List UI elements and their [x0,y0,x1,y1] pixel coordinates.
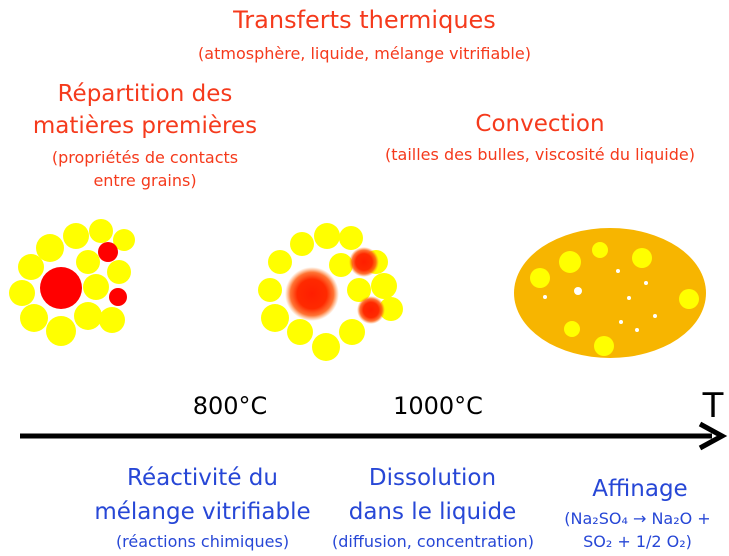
large-bubble [559,251,581,273]
distribution-title-line2: matières premières [32,113,258,139]
yellow-grain [258,278,282,302]
red-grain [109,288,127,306]
diagram-subtitle: (atmosphère, liquide, mélange vitrifiabl… [198,44,531,63]
yellow-grain [268,250,292,274]
temperature-800: 800°C [192,392,268,420]
large-bubble [530,268,550,288]
dissolution-line1: Dissolution [368,465,497,491]
large-bubble [592,242,608,258]
reactivity-line3: (réactions chimiques) [115,532,290,551]
reacting-cluster [258,223,403,361]
yellow-grain [18,254,44,280]
yellow-grain [46,316,76,346]
yellow-grain [9,280,35,306]
reactivity-line2: mélange vitrifiable [94,499,311,525]
axis-arrowhead [698,421,728,451]
yellow-grain [20,304,48,332]
distribution-sub-line1: (propriétés de contacts [51,148,239,167]
yellow-grain [99,307,125,333]
diagram-title: Transferts thermiques [233,6,496,34]
yellow-grain [339,319,365,345]
yellow-grain [113,229,135,251]
melting-grain [349,247,379,277]
small-bubble [644,281,648,285]
yellow-grain [329,253,353,277]
yellow-grain [107,260,131,284]
melting-grain-large [285,267,339,321]
yellow-grain [76,250,100,274]
fining-line2: (Na₂SO₄ → Na₂O + [564,509,711,528]
large-bubble [632,248,652,268]
small-bubble [574,287,582,295]
yellow-grain [63,223,89,249]
temperature-1000: 1000°C [393,392,483,420]
yellow-grain [379,297,403,321]
red-grain-large [40,267,82,309]
yellow-grain [287,319,313,345]
large-bubble [594,336,614,356]
yellow-grain [339,226,363,250]
small-bubble [543,295,547,299]
melting-grain [357,296,385,324]
small-bubble [627,296,631,300]
small-bubble [653,314,657,318]
yellow-grain [89,219,113,243]
fining-line1: Affinage [592,476,688,502]
convection-sub: (tailles des bulles, viscosité du liquid… [385,145,695,164]
distribution-sub-line2: entre grains) [93,171,197,190]
yellow-grain [290,232,314,256]
small-bubble [635,328,639,332]
raw-materials-cluster [9,219,135,346]
yellow-grain [36,234,64,262]
melt-with-bubbles [514,228,706,358]
yellow-grain [74,302,102,330]
distribution-title-line1: Répartition des [57,81,233,107]
yellow-grain [261,304,289,332]
reactivity-line1: Réactivité du [127,465,278,491]
small-bubble [616,269,620,273]
large-bubble [564,321,580,337]
large-bubble [679,289,699,309]
temperature-axis [20,421,728,451]
convection-title: Convection [475,111,605,137]
fining-line3: SO₂ + 1/2 O₂) [583,532,692,551]
dissolution-line2: dans le liquide [348,499,517,525]
yellow-grain [83,274,109,300]
red-grain [98,242,118,262]
yellow-grain [347,278,371,302]
yellow-grain [312,333,340,361]
yellow-grain [371,273,397,299]
axis-label-t: T [702,386,724,426]
small-bubble [619,320,623,324]
dissolution-line3: (diffusion, concentration) [332,532,534,551]
yellow-grain [314,223,340,249]
